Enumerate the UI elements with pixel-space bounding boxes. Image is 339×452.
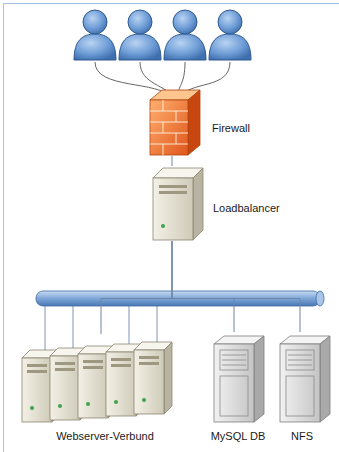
server-group-node: MySQL DB bbox=[201, 332, 275, 446]
node-label: Firewall bbox=[212, 122, 250, 135]
loadbalancer-icon bbox=[153, 168, 203, 240]
node-label: Webserver-Verbund bbox=[13, 430, 197, 443]
node-label: Loadbalancer bbox=[213, 202, 280, 215]
server-group-node: NFS bbox=[269, 332, 335, 446]
firewall-icon bbox=[150, 90, 200, 155]
node-label: NFS bbox=[269, 430, 335, 443]
server-group-node: Webserver-Verbund bbox=[13, 334, 197, 446]
device-node: Firewall bbox=[148, 88, 258, 156]
network-link bbox=[101, 241, 172, 334]
network-link bbox=[172, 241, 234, 332]
device-node: Loadbalancer bbox=[150, 166, 290, 241]
network-link bbox=[172, 241, 300, 332]
network-link bbox=[172, 156, 173, 166]
node-label: MySQL DB bbox=[201, 430, 275, 443]
frame-line bbox=[3, 3, 4, 452]
frame-line bbox=[3, 3, 339, 4]
